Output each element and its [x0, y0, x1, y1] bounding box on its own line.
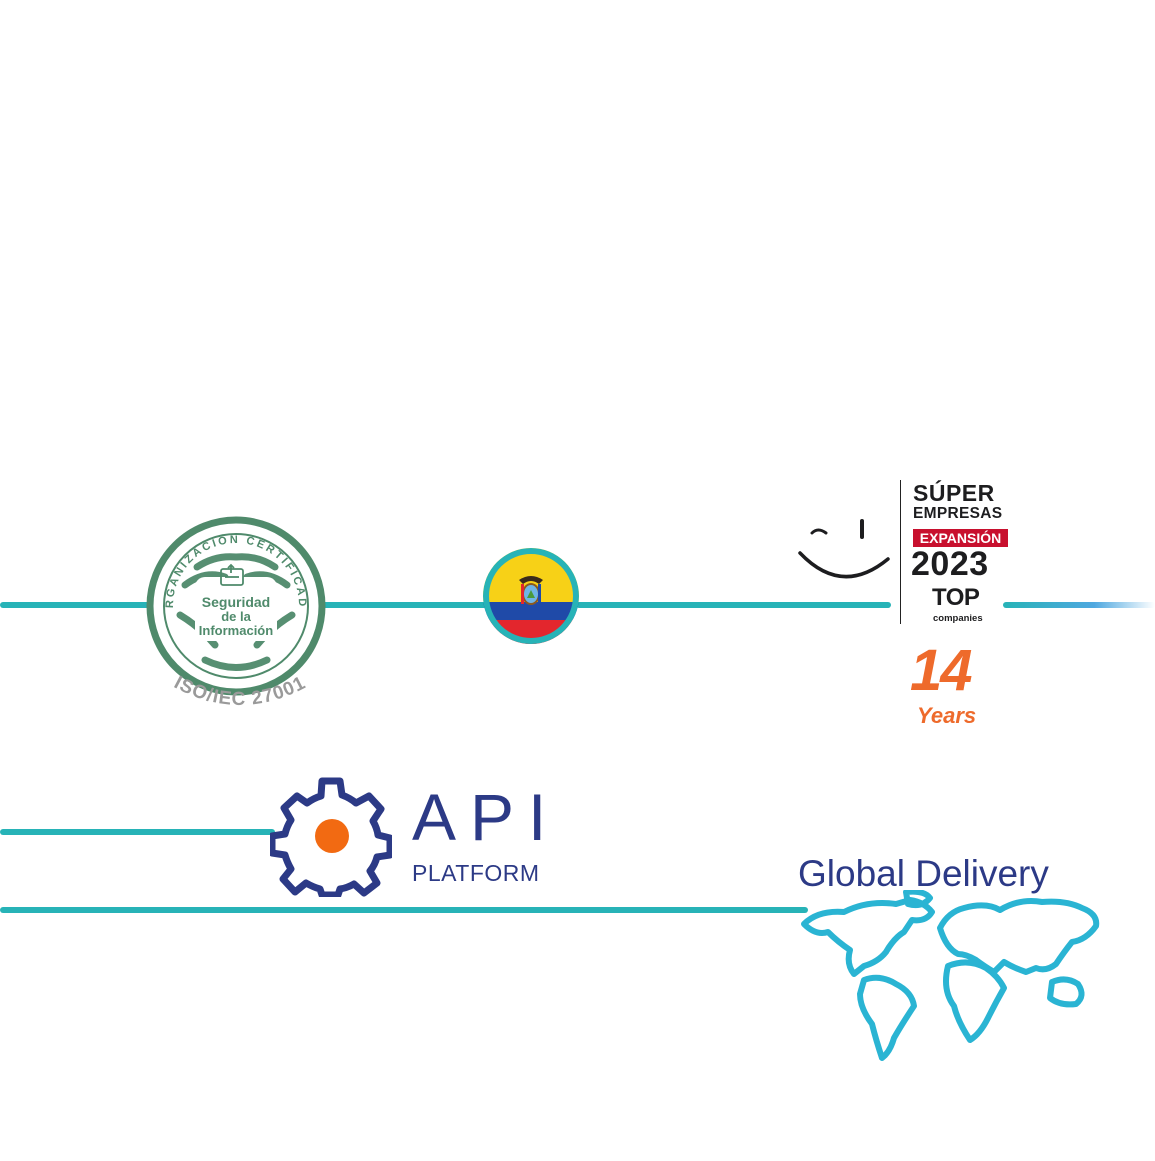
iso-line1: Seguridad — [202, 594, 270, 610]
connector-line — [320, 602, 488, 608]
ecuador-flag-icon — [483, 548, 579, 644]
global-delivery-title: Global Delivery — [798, 853, 1049, 894]
iso-caption: ISO/IEC 27001 — [171, 672, 310, 710]
iso-caption-text: ISO/IEC 27001 — [171, 672, 309, 710]
world-map-icon — [801, 890, 1100, 1061]
iso-line3: Información — [199, 623, 273, 638]
api-subtitle: PLATFORM — [412, 860, 540, 886]
award-divider — [900, 480, 901, 624]
connector-line-fade — [1003, 602, 1155, 608]
award-expansion: EXPANSIÓN — [913, 529, 1008, 547]
iso-27001-seal-icon: ORGANIZACIÓN CERTIFICADA Seguridad de la… — [145, 515, 326, 696]
api-title: API — [412, 780, 561, 854]
smile-logo-icon — [798, 519, 890, 579]
svg-text:ISO/IEC 27001: ISO/IEC 27001 — [171, 672, 310, 710]
years-label: Years — [917, 703, 977, 728]
gear-icon — [270, 777, 392, 897]
iso-line2: de la — [221, 609, 251, 624]
award-companies: companies — [933, 613, 983, 624]
connector-line — [0, 602, 152, 608]
connector-line — [0, 829, 275, 835]
award-super: SÚPER — [913, 480, 995, 506]
connector-line — [576, 602, 891, 608]
years-number: 14 — [910, 638, 973, 703]
connector-line — [0, 907, 808, 913]
award-empresas: EMPRESAS — [913, 505, 1003, 522]
award-year: 2023 — [911, 545, 989, 583]
award-top: TOP — [932, 584, 980, 611]
